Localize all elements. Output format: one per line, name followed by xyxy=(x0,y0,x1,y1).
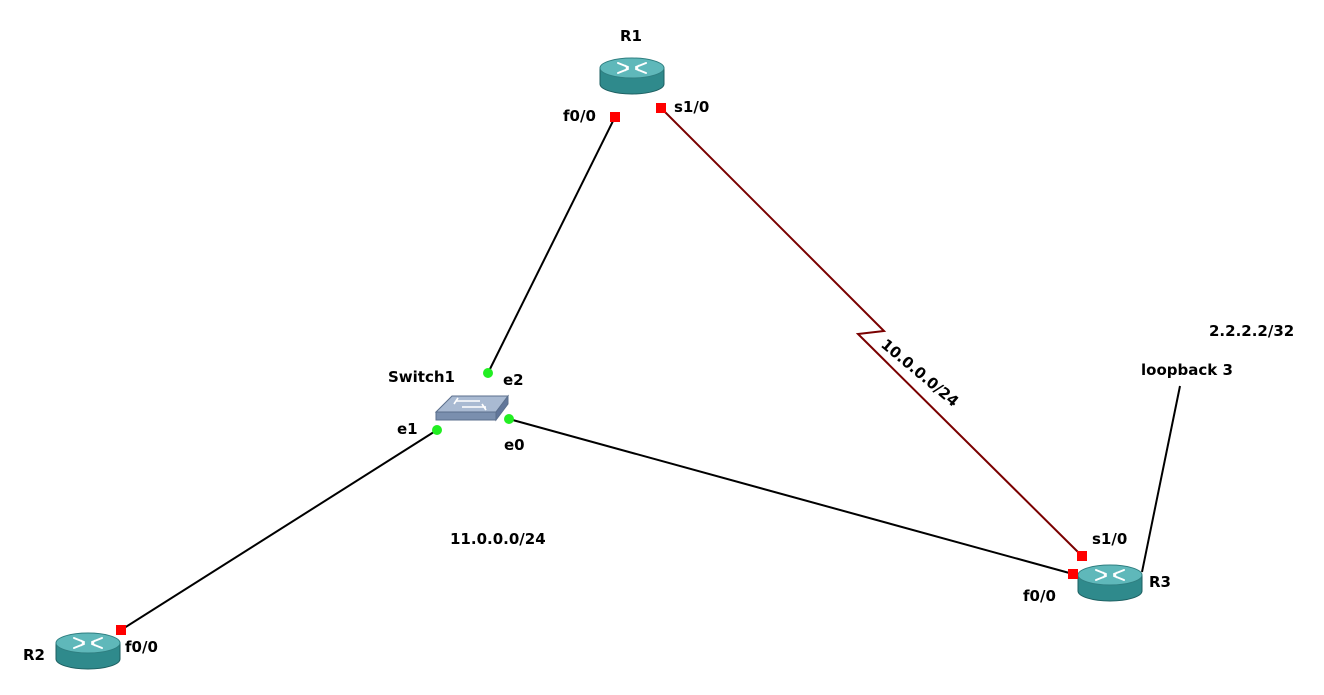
port-marker-r2-f0 xyxy=(116,625,126,635)
device-label-switch1: Switch1 xyxy=(388,368,455,386)
router-icon xyxy=(55,632,121,670)
network-label-11: 11.0.0.0/24 xyxy=(450,530,546,548)
router-icon xyxy=(1077,564,1143,602)
port-label-sw-e0: e0 xyxy=(504,436,525,454)
device-label-r3: R3 xyxy=(1149,573,1171,591)
router-r1[interactable] xyxy=(599,57,665,95)
router-r2[interactable] xyxy=(55,632,121,670)
link-r1-r3-serial[interactable] xyxy=(660,107,1083,557)
port-marker-r1-s1 xyxy=(656,103,666,113)
link-switch1-r2[interactable] xyxy=(120,429,438,631)
port-label-r3-f0: f0/0 xyxy=(1023,587,1056,605)
port-marker-r3-f0 xyxy=(1068,569,1078,579)
port-label-r1-s1: s1/0 xyxy=(674,98,709,116)
port-marker-sw-e0 xyxy=(504,414,514,424)
port-marker-sw-e1 xyxy=(432,425,442,435)
loopback-label: loopback 3 xyxy=(1141,361,1233,379)
port-label-r1-f0: f0/0 xyxy=(563,107,596,125)
loopback-ip-label: 2.2.2.2/32 xyxy=(1209,322,1294,340)
switch-switch1[interactable] xyxy=(435,395,509,421)
ethernet-switch-icon xyxy=(435,395,509,421)
port-marker-sw-e2 xyxy=(483,368,493,378)
link-r1-switch1[interactable] xyxy=(487,116,616,374)
port-label-sw-e2: e2 xyxy=(503,371,524,389)
link-switch1-r3[interactable] xyxy=(508,418,1074,575)
port-label-sw-e1: e1 xyxy=(397,420,418,438)
device-label-r2: R2 xyxy=(23,646,45,664)
port-marker-r3-s1 xyxy=(1077,551,1087,561)
router-r3[interactable] xyxy=(1077,564,1143,602)
router-icon xyxy=(599,57,665,95)
port-marker-r1-f0 xyxy=(610,112,620,122)
port-label-r3-s1: s1/0 xyxy=(1092,530,1127,548)
port-label-r2-f0: f0/0 xyxy=(125,638,158,656)
device-label-r1: R1 xyxy=(620,27,642,45)
link-r3-loopback[interactable] xyxy=(1141,385,1181,573)
network-label-10: 10.0.0.0/24 xyxy=(877,335,962,410)
